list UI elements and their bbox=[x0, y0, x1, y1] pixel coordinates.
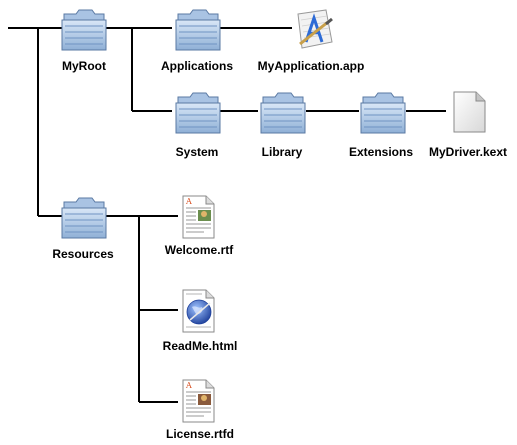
node-label-system: System bbox=[175, 145, 219, 159]
svg-text:A: A bbox=[185, 197, 192, 206]
node-label-resources: Resources bbox=[52, 247, 114, 261]
node-label-applications: Applications bbox=[160, 59, 234, 73]
folder-icon[interactable] bbox=[360, 92, 406, 134]
folder-icon[interactable] bbox=[175, 92, 221, 134]
html-document-icon[interactable] bbox=[182, 289, 215, 333]
folder-icon[interactable] bbox=[260, 92, 306, 134]
node-label-mydriver: MyDriver.kext bbox=[428, 145, 508, 159]
application-icon[interactable] bbox=[297, 9, 333, 49]
node-label-extensions: Extensions bbox=[348, 145, 414, 159]
svg-text:A: A bbox=[185, 381, 192, 390]
folder-icon[interactable] bbox=[61, 197, 107, 239]
node-label-myapplication: MyApplication.app bbox=[257, 59, 365, 73]
node-label-welcome: Welcome.rtf bbox=[164, 243, 234, 257]
node-label-readme: ReadMe.html bbox=[162, 339, 238, 353]
node-label-library: Library bbox=[261, 145, 303, 159]
node-label-myroot: MyRoot bbox=[62, 59, 106, 73]
folder-icon[interactable] bbox=[175, 9, 221, 51]
blank-document-icon[interactable] bbox=[453, 91, 486, 133]
node-label-license: License.rtfd bbox=[165, 427, 235, 441]
rtf-document-icon[interactable]: A bbox=[182, 195, 215, 239]
rtfd-document-icon[interactable]: A bbox=[182, 379, 215, 423]
folder-icon[interactable] bbox=[61, 9, 107, 51]
connector-lines bbox=[8, 27, 446, 403]
